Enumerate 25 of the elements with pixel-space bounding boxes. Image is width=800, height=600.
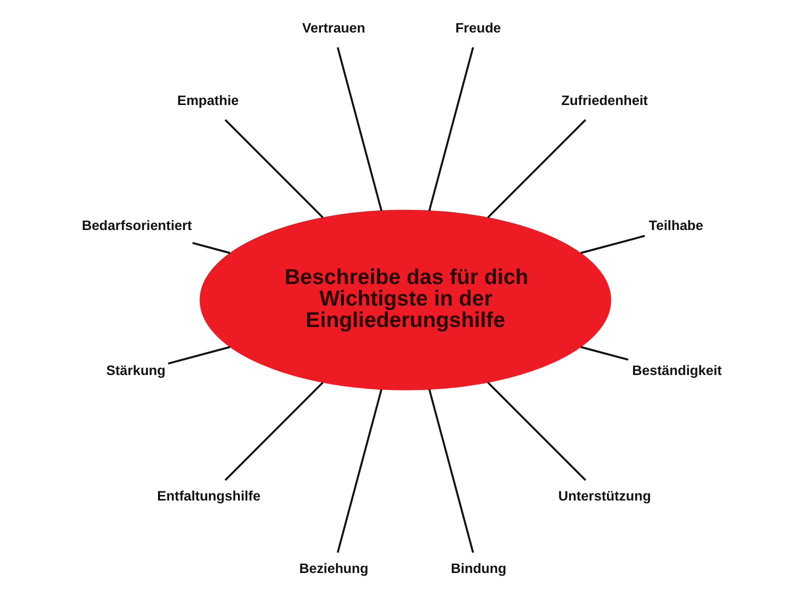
node-text: Beständigkeit [632, 363, 722, 378]
node-text: Zufriedenheit [560, 92, 648, 108]
connector [167, 346, 230, 365]
connector [486, 119, 586, 218]
node-text: Empathie [176, 92, 238, 108]
node-text: Entfaltungshilfe [156, 488, 260, 504]
node-text: Beziehung [298, 560, 368, 576]
connector [192, 242, 230, 254]
connector [428, 389, 474, 553]
connector [580, 346, 628, 361]
connector [336, 389, 382, 553]
node-text: Vertrauen [302, 20, 365, 36]
node-text: Teilhabe [648, 218, 703, 234]
connector [486, 382, 586, 481]
node-ellipse: Beschreibe das für dich Wichtigste in der Eingliederungshilfe [199, 210, 611, 390]
connector [224, 382, 324, 481]
node-text: Bedarfsorientiert [81, 218, 192, 234]
node-text: Stärkung [106, 363, 166, 378]
connector [428, 47, 474, 211]
connector [336, 47, 382, 211]
connector [580, 234, 645, 254]
node-text: Freude [454, 20, 500, 36]
node-text: Bindung [450, 560, 506, 576]
node-text: Unterstützung [558, 488, 650, 504]
connector [224, 119, 324, 218]
